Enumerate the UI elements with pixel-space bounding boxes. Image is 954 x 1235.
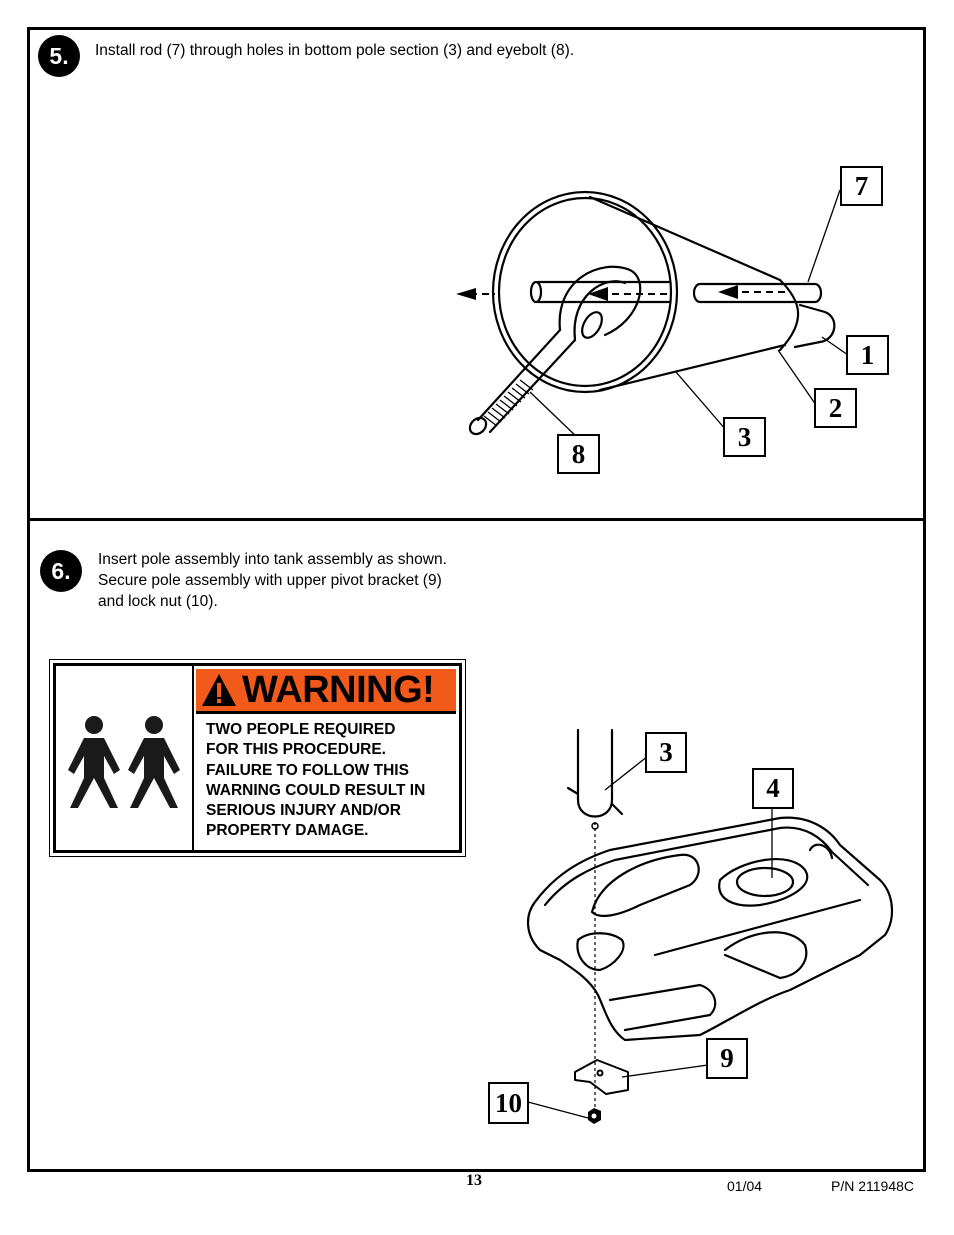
warning-body-text: TWO PEOPLE REQUIRED FOR THIS PROCEDURE. …	[206, 721, 426, 840]
footer-date: 01/04	[727, 1178, 763, 1194]
callout-2: 2	[814, 388, 857, 428]
callout-3: 3	[723, 417, 766, 457]
callout-3-step6: 3	[645, 732, 687, 773]
step-5-number: 5.	[38, 35, 80, 77]
warning-title: WARNING!	[242, 668, 435, 711]
two-people-icon	[56, 666, 194, 850]
warning-label-frame: WARNING! TWO PEOPLE REQUIRED FOR THIS PR…	[53, 663, 462, 853]
two-people-pictogram	[68, 716, 180, 808]
warning-triangle-icon	[202, 674, 236, 706]
warning-label: WARNING! TWO PEOPLE REQUIRED FOR THIS PR…	[49, 659, 466, 857]
callout-7: 7	[840, 166, 883, 206]
page-number: 13	[466, 1172, 482, 1189]
callout-4: 4	[752, 768, 794, 809]
callout-10: 10	[488, 1082, 529, 1124]
callout-8: 8	[557, 434, 600, 474]
callout-1: 1	[846, 335, 889, 375]
step-5-instruction: Install rod (7) through holes in bottom …	[95, 42, 575, 59]
step-6-panel	[27, 518, 926, 1172]
footer-part-number: P/N 211948C	[831, 1178, 915, 1194]
step-6-number: 6.	[40, 550, 82, 592]
callout-9: 9	[706, 1038, 748, 1079]
step-6-instruction: Insert pole assembly into tank assembly …	[98, 551, 447, 610]
warning-header: WARNING!	[196, 669, 456, 714]
